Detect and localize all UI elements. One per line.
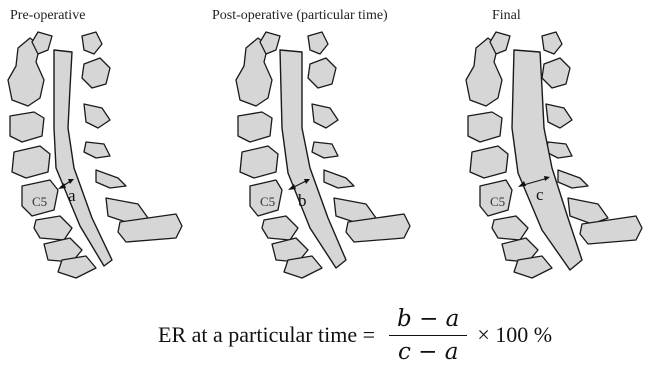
formula-rhs: × 100 % [477,322,552,348]
panel-title-post-operative: Post-operative (particular time) [212,8,388,24]
spine-illustration-post-operative: C5 b [228,28,428,278]
panel-title-pre-operative: Pre-operative [10,8,85,24]
vertebra-label-c5: C5 [490,194,505,209]
formula-denominator: c − a [390,336,467,365]
panel-title-final: Final [492,8,521,24]
measurement-label-b: b [298,191,307,210]
spine-illustration-final: C5 c [458,28,646,278]
measurement-label-c: c [536,185,544,204]
vertebra-label-c5: C5 [32,194,47,209]
expansion-rate-formula: ER at a particular time = b − a c − a × … [158,300,552,370]
formula-fraction: b − a c − a [389,306,467,365]
vertebra-label-c5: C5 [260,194,275,209]
formula-lhs: ER at a particular time = [158,322,375,348]
measurement-label-a: a [68,186,76,205]
spine-illustration-pre-operative: C5 a [0,28,200,278]
formula-numerator: b − a [389,306,467,336]
